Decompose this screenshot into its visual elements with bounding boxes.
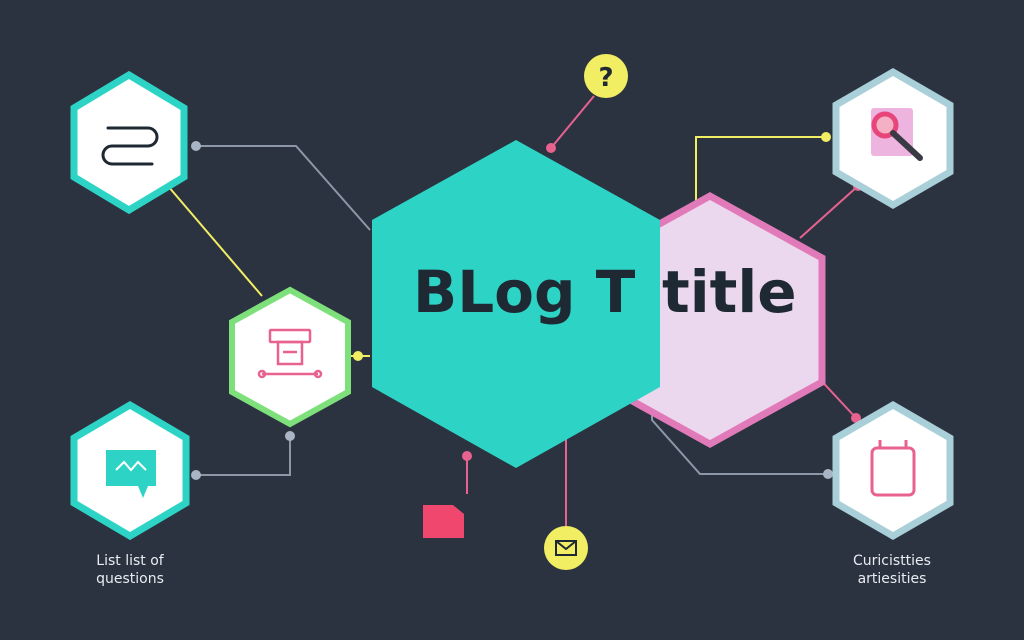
link-icon bbox=[101, 126, 159, 166]
label-bottom-left-line2: questions bbox=[96, 571, 164, 587]
dot bbox=[285, 431, 295, 441]
label-bottom-right: Curicistties artiesities bbox=[822, 552, 962, 588]
tag-node[interactable] bbox=[423, 505, 464, 538]
title-right: title bbox=[662, 258, 797, 326]
connectors bbox=[167, 95, 859, 526]
question-icon: ? bbox=[598, 63, 613, 93]
label-bottom-right-line2: artiesities bbox=[857, 571, 927, 587]
tag-icon bbox=[423, 505, 464, 538]
bag-icon bbox=[870, 440, 916, 497]
title-left: BLog T bbox=[413, 258, 636, 326]
chat-icon bbox=[106, 450, 156, 498]
dot bbox=[821, 132, 831, 142]
dot bbox=[546, 143, 556, 153]
search-icon bbox=[871, 108, 923, 161]
dot bbox=[851, 413, 861, 423]
connector-bottom-left bbox=[196, 436, 291, 476]
mail-node[interactable] bbox=[544, 526, 588, 570]
label-bottom-right-line1: Curicistties bbox=[853, 553, 931, 569]
connector-question bbox=[550, 95, 595, 149]
dot bbox=[462, 451, 472, 461]
node-bottom-left[interactable] bbox=[70, 400, 190, 541]
connector-top-left bbox=[196, 145, 371, 231]
node-bottom-right[interactable] bbox=[832, 400, 954, 541]
dot bbox=[353, 351, 363, 361]
mail-icon bbox=[555, 540, 577, 556]
label-bottom-left: List list of questions bbox=[60, 552, 200, 588]
center-hexagon-teal bbox=[372, 140, 660, 468]
label-bottom-left-line1: List list of bbox=[96, 553, 164, 569]
dot bbox=[191, 141, 201, 151]
dot bbox=[823, 469, 833, 479]
node-top-left[interactable] bbox=[70, 70, 188, 215]
connector-search bbox=[799, 185, 859, 239]
question-node[interactable]: ? bbox=[584, 54, 628, 98]
node-mid-left[interactable] bbox=[229, 286, 351, 428]
connector-top-right bbox=[695, 136, 826, 210]
dot bbox=[191, 470, 201, 480]
connector-top-left-to-mid bbox=[167, 185, 263, 297]
node-top-right[interactable] bbox=[832, 67, 954, 210]
device-icon bbox=[257, 328, 323, 379]
